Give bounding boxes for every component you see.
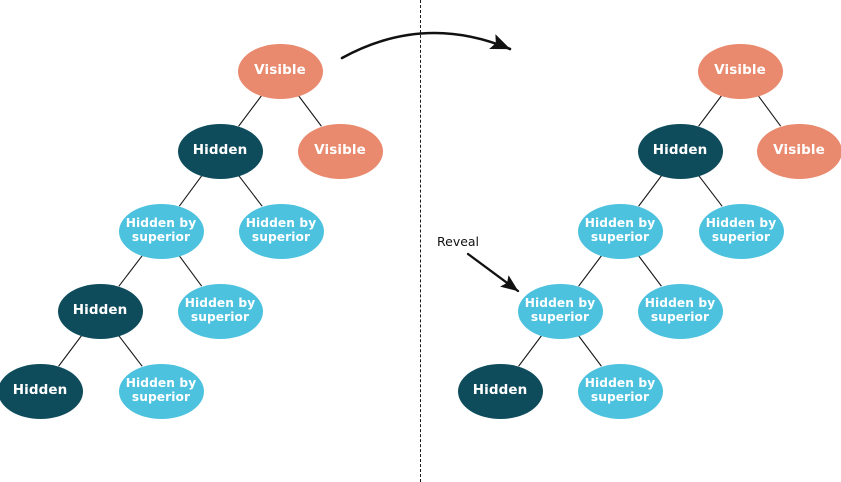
tree-node-visible[interactable]: Visible <box>297 123 383 179</box>
reveal-arrow-icon <box>466 252 520 293</box>
tree-node-hidden-by-superior[interactable]: Hidden by superior <box>118 363 204 419</box>
tree-node-hidden[interactable]: Hidden <box>57 283 143 339</box>
tree-edge <box>638 255 662 287</box>
tree-edge <box>698 175 723 207</box>
tree-edge <box>118 335 143 367</box>
tree-node-hidden[interactable]: Hidden <box>457 363 543 419</box>
tree-node-hidden[interactable]: Hidden <box>637 123 723 179</box>
tree-node-hidden-by-superior[interactable]: Hidden by superior <box>177 283 263 339</box>
tree-node-hidden[interactable]: Hidden <box>0 363 83 419</box>
tree-edge <box>118 255 143 287</box>
tree-node-label: Hidden by superior <box>644 296 716 324</box>
tree-node-hidden[interactable]: Hidden <box>177 123 263 179</box>
tree-node-label: Hidden by superior <box>584 376 656 404</box>
tree-node-hidden-by-superior[interactable]: Hidden by superior <box>238 203 324 259</box>
tree-node-label: Hidden <box>12 382 68 399</box>
tree-edge <box>178 255 203 287</box>
tree-edge <box>757 95 782 127</box>
tree-edge <box>238 95 262 127</box>
tree-node-label: Hidden <box>72 302 128 319</box>
tree-node-visible[interactable]: Visible <box>237 43 323 99</box>
tree-node-hidden-by-superior[interactable]: Hidden by superior <box>577 363 663 419</box>
tree-edge <box>178 175 203 207</box>
tree-node-label: Hidden by superior <box>705 216 777 244</box>
tree-edge <box>638 175 662 207</box>
separator-divider <box>420 0 421 482</box>
tree-node-hidden-by-superior[interactable]: Hidden by superior <box>637 283 723 339</box>
tree-node-label: Visible <box>714 62 766 79</box>
transform-arrow-icon <box>340 31 512 60</box>
tree-node-label: Hidden <box>192 142 248 159</box>
tree-node-label: Visible <box>254 62 306 79</box>
tree-node-label: Hidden by superior <box>184 296 256 324</box>
tree-node-label: Visible <box>314 142 366 159</box>
tree-node-label: Hidden <box>472 382 528 399</box>
tree-node-visible[interactable]: Visible <box>697 43 783 99</box>
tree-node-hidden-by-superior[interactable]: Hidden by superior <box>517 283 603 339</box>
tree-edge <box>578 255 602 287</box>
reveal-annotation-label: Reveal <box>437 234 480 249</box>
tree-node-label: Hidden by superior <box>245 216 317 244</box>
tree-edge <box>578 335 602 367</box>
tree-node-label: Visible <box>773 142 825 159</box>
tree-node-hidden-by-superior[interactable]: Hidden by superior <box>698 203 784 259</box>
tree-node-label: Hidden by superior <box>584 216 656 244</box>
tree-edge <box>298 95 322 127</box>
tree-node-label: Hidden by superior <box>125 376 197 404</box>
tree-node-label: Hidden by superior <box>125 216 197 244</box>
tree-node-label: Hidden <box>652 142 708 159</box>
tree-edge <box>518 335 542 367</box>
tree-edge <box>58 335 82 367</box>
tree-node-hidden-by-superior[interactable]: Hidden by superior <box>577 203 663 259</box>
tree-edge <box>698 95 722 127</box>
tree-node-visible[interactable]: Visible <box>756 123 841 179</box>
tree-node-hidden-by-superior[interactable]: Hidden by superior <box>118 203 204 259</box>
tree-node-label: Hidden by superior <box>524 296 596 324</box>
tree-edge <box>238 175 263 207</box>
